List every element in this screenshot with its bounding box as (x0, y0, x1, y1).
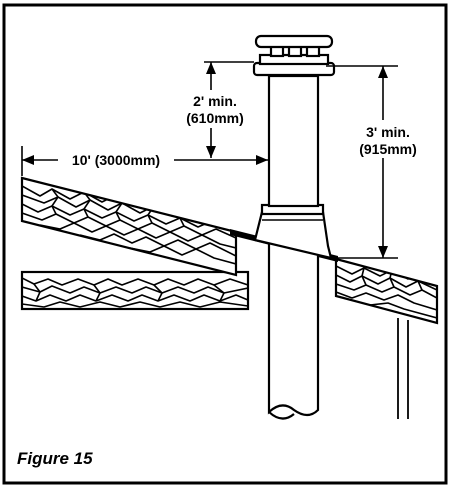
height-above-roof-label-line1: 3' min. (366, 124, 410, 140)
figure-caption: Figure 15 (17, 449, 93, 468)
clearance-above-label-line1: 2' min. (193, 93, 237, 109)
clearance-above-label-line2: (610mm) (186, 110, 244, 126)
label-bg-2ft (180, 90, 252, 128)
label-bg-3ft (355, 120, 425, 158)
height-above-roof-label-line2: (915mm) (359, 141, 417, 157)
support-post (397, 318, 409, 419)
horizontal-distance-label: 10' (3000mm) (72, 152, 160, 168)
vent-cap (252, 34, 336, 77)
lower-beam (20, 270, 250, 311)
vent-pipe (253, 74, 333, 420)
label-bg-10ft (58, 151, 174, 169)
